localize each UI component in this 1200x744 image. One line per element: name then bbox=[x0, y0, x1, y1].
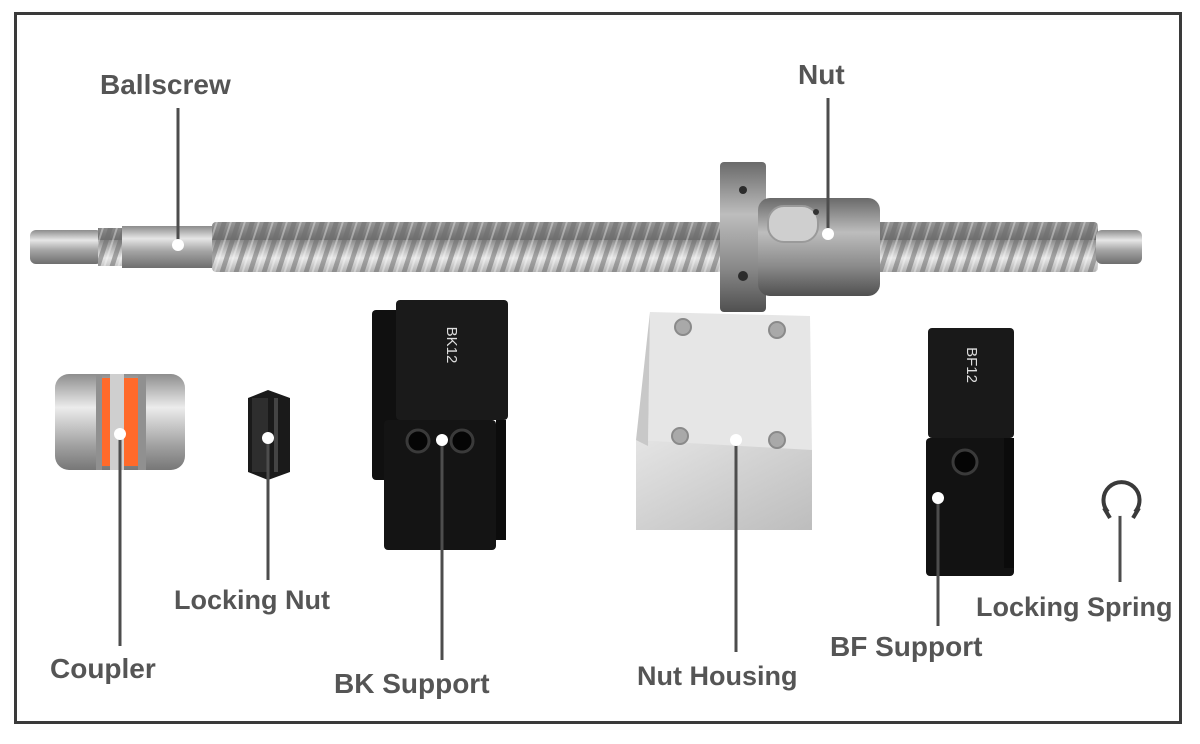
bf-support-part: BF12 bbox=[926, 328, 1014, 576]
image-frame bbox=[14, 12, 1182, 724]
nut-housing-part bbox=[636, 312, 812, 530]
label-bk-support: BK Support bbox=[334, 668, 490, 699]
ball-nut-part bbox=[720, 162, 880, 312]
coupler-part bbox=[55, 374, 185, 470]
bk-marking: BK12 bbox=[443, 327, 460, 364]
label-nut-housing: Nut Housing bbox=[637, 661, 797, 691]
ballscrew-part bbox=[30, 222, 1142, 272]
bf-marking: BF12 bbox=[963, 347, 980, 383]
label-ballscrew: Ballscrew bbox=[100, 69, 231, 100]
bk-support-part: BK12 bbox=[372, 300, 508, 550]
label-bf-support: BF Support bbox=[830, 631, 982, 662]
leader-lines bbox=[114, 98, 1126, 660]
locking-spring-part bbox=[1101, 480, 1142, 520]
label-locking-spring: Locking Spring bbox=[976, 592, 1173, 622]
label-coupler: Coupler bbox=[50, 653, 156, 684]
label-locking-nut: Locking Nut bbox=[174, 585, 330, 615]
label-nut: Nut bbox=[798, 59, 845, 90]
